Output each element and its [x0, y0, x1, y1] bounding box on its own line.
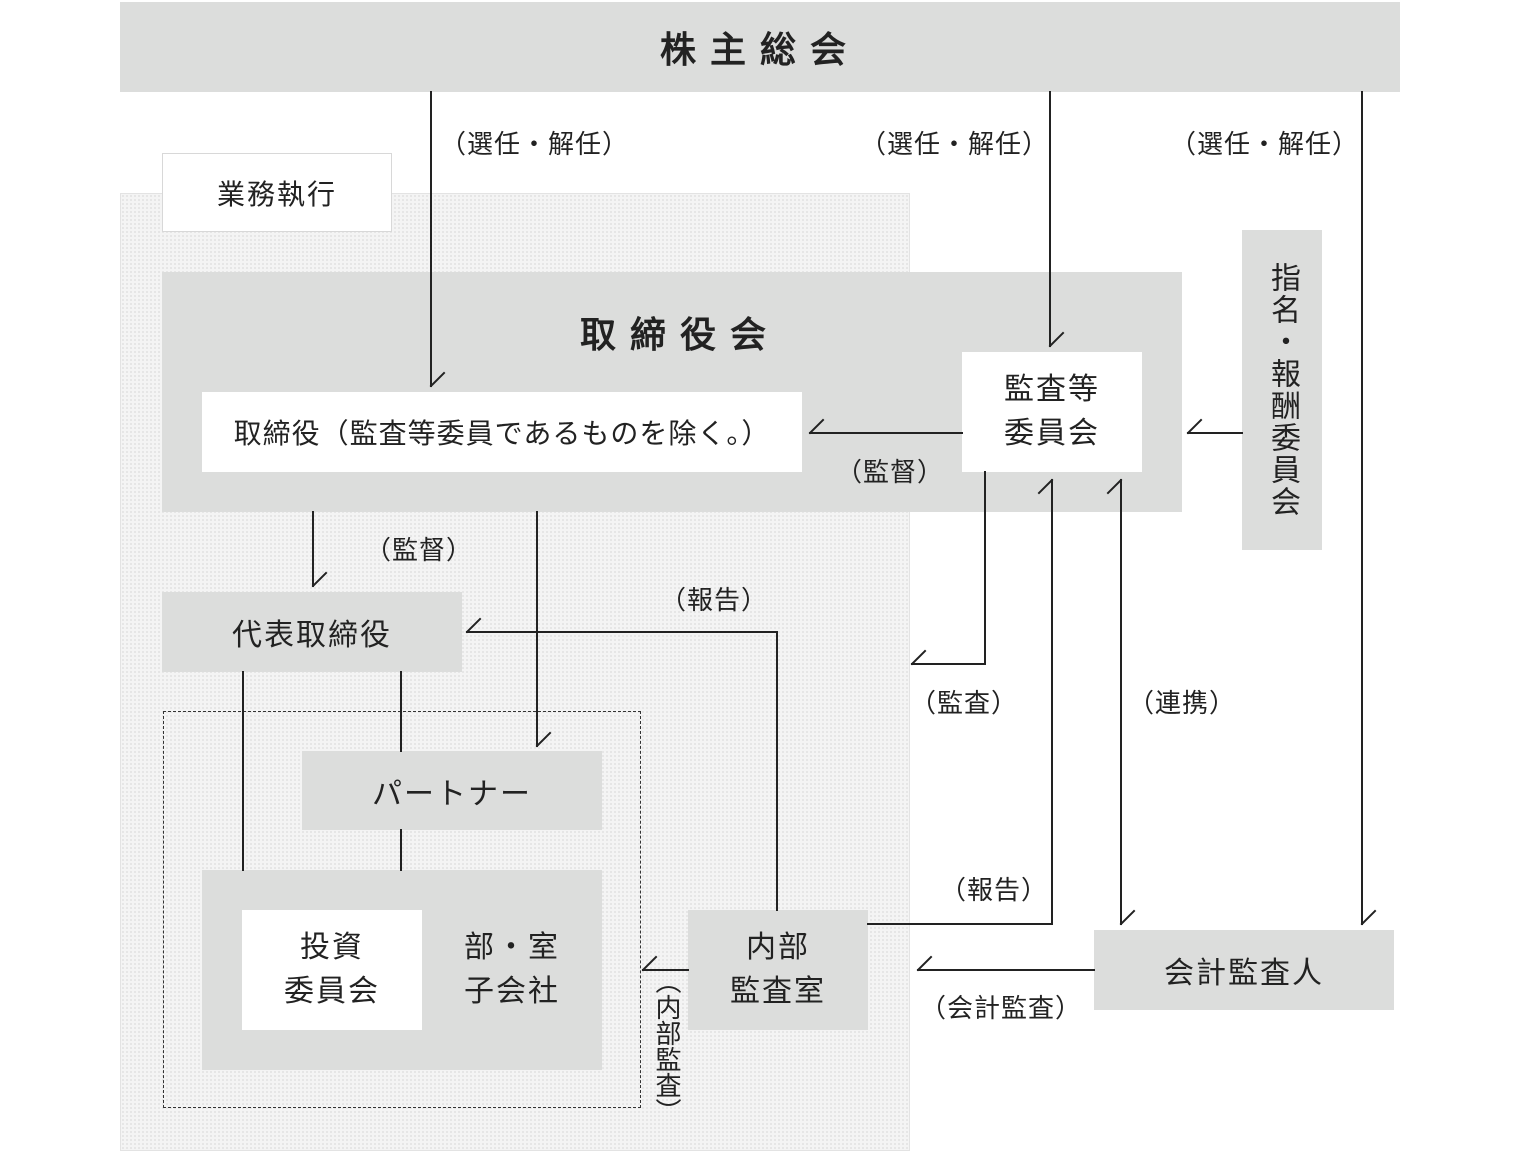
arrowhead-accounting-auditor: [1360, 909, 1377, 926]
partner-label: パートナー: [372, 776, 532, 812]
investment-committee-label: 投資 委員会: [284, 930, 380, 1009]
nomination-compensation-committee-label: 指名・報酬委員会: [1265, 262, 1300, 518]
board-title-label: 取締役会: [579, 315, 780, 356]
accounting-auditor-box: 会計監査人: [1094, 930, 1394, 1010]
arrowhead-supervision-rep: [311, 571, 328, 588]
report-label-rep: （報告）: [660, 586, 769, 616]
internal-audit-office-label: 内部 監査室: [730, 930, 826, 1009]
business-execution-label: 業務執行: [216, 177, 337, 211]
board-title: 取締役会: [470, 300, 890, 364]
shareholders-meeting-box: 株主総会: [120, 2, 1400, 92]
arrowhead-audit: [910, 649, 927, 666]
arrowhead-directors: [429, 371, 446, 388]
elect-dismiss-label-3: （選任・解任）: [1170, 130, 1360, 160]
representative-director-label: 代表取締役: [232, 618, 392, 653]
elect-dismiss-label-2: （選任・解任）: [860, 130, 1050, 160]
report-line-rep: [466, 631, 778, 911]
arrowhead-partner: [535, 731, 552, 748]
supervision-label-rep: （監督）: [365, 536, 474, 566]
audit-committee-box: 監査等 委員会: [962, 352, 1142, 472]
investment-committee-box: 投資 委員会: [242, 910, 422, 1030]
internal-audit-label: （内部監査）: [651, 968, 681, 1124]
arrowhead-cooperation-bottom: [1119, 909, 1136, 926]
accounting-audit-label: （会計監査）: [920, 994, 1083, 1024]
accounting-auditor-label: 会計監査人: [1164, 956, 1324, 991]
departments-subsidiaries-box: 部・室 子会社: [432, 910, 592, 1030]
directors-box: 取締役（監査等委員であるものを除く。）: [202, 392, 802, 472]
arrowhead-accounting-audit: [916, 955, 933, 972]
directors-label: 取締役（監査等委員であるものを除く。）: [233, 417, 771, 450]
arrowhead-cooperation-top: [1106, 478, 1123, 495]
report-label-audit-committee: （報告）: [940, 876, 1049, 906]
nomination-compensation-committee-box: 指名・報酬委員会: [1242, 230, 1322, 550]
arrowhead-nomination: [1186, 418, 1203, 435]
arrowhead-report-rep: [465, 617, 482, 634]
arrowhead-report-audit-committee: [1037, 478, 1054, 495]
arrowhead-supervision-directors: [808, 418, 825, 435]
audit-line: [911, 471, 986, 665]
cooperation-label: （連携）: [1128, 689, 1237, 719]
representative-director-box: 代表取締役: [162, 592, 462, 672]
arrowhead-audit-committee: [1048, 331, 1065, 348]
audit-label: （監査）: [910, 689, 1019, 719]
report-line-audit-committee: [867, 479, 1053, 925]
partner-box: パートナー: [302, 751, 602, 830]
arrowhead-internal-audit: [641, 955, 658, 972]
elect-dismiss-label-1: （選任・解任）: [440, 130, 630, 160]
internal-audit-office-box: 内部 監査室: [688, 910, 868, 1030]
shareholders-meeting-label: 株主総会: [659, 30, 860, 71]
business-execution-tab: 業務執行: [162, 153, 392, 232]
audit-committee-label: 監査等 委員会: [1004, 372, 1100, 451]
supervision-label-board: （監督）: [836, 458, 945, 488]
departments-subsidiaries-label: 部・室 子会社: [464, 930, 560, 1009]
